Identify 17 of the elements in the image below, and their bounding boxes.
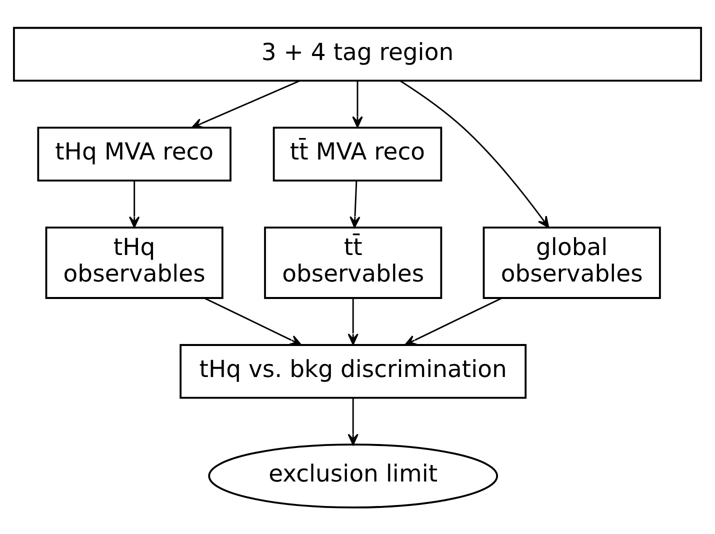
node-box: tHq observables [45,226,224,298]
node-box: tHq MVA reco [37,126,232,182]
node-box: tHq vs. bkg discrimination [180,344,527,398]
arrow [350,180,360,228]
arrow [352,80,363,128]
node-box: tt̄ MVA reco [272,126,442,182]
arrow [400,80,550,228]
arrow [404,297,502,345]
arrow [204,297,302,345]
arrow [348,398,358,445]
arrow [348,298,358,345]
node-box: global observables [482,226,661,298]
node-box: 3 + 4 tag region [13,26,702,82]
node-box: tt̄ observables [264,226,442,298]
node-ellipse: exclusion limit [208,443,498,508]
arrow [128,180,140,228]
arrow [191,80,300,128]
